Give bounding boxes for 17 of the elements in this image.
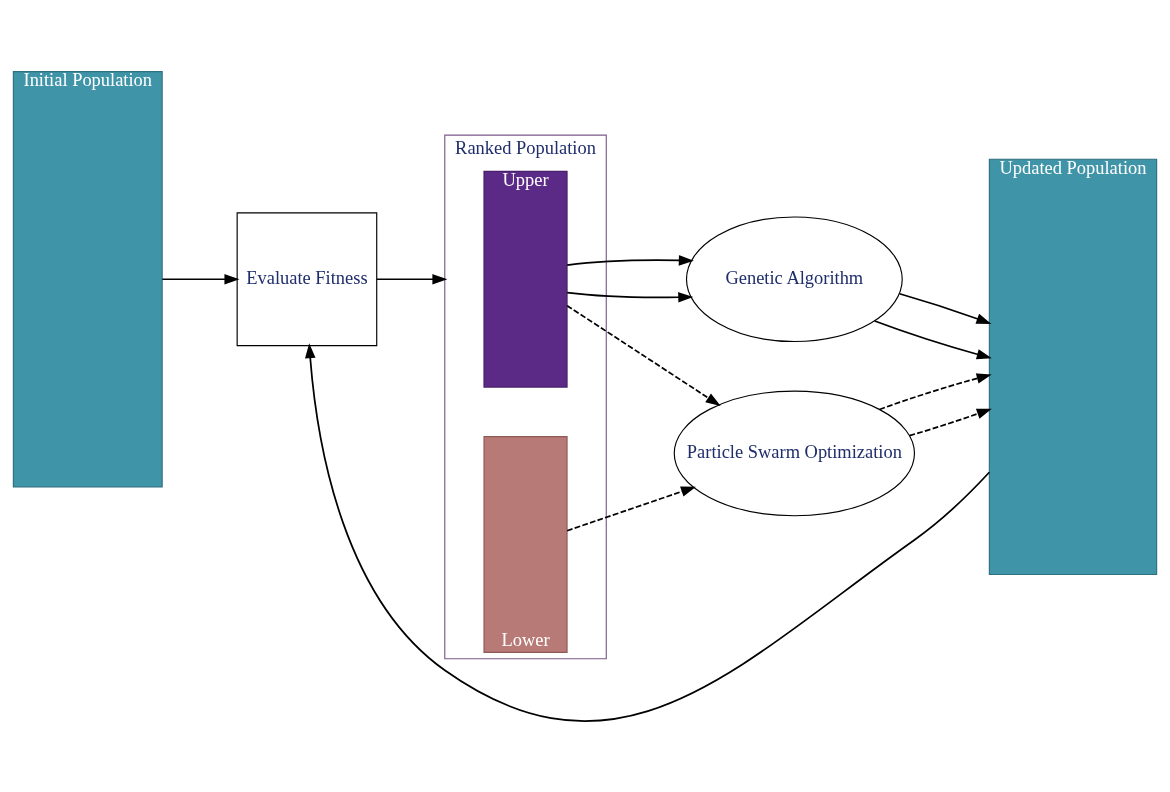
arrow	[898, 292, 992, 324]
arrow	[375, 273, 448, 284]
arrow	[878, 372, 992, 410]
arrow	[873, 319, 992, 359]
arrow	[305, 342, 991, 721]
arrow	[566, 254, 694, 266]
arrow	[908, 408, 992, 437]
node-box: Evaluate Fitness	[236, 211, 378, 346]
node-ellipse: Genetic Algorithm	[685, 215, 903, 342]
node-box: Initial Population	[12, 70, 163, 487]
node-box: Updated Population	[988, 158, 1158, 575]
arrow	[566, 486, 696, 532]
arrow	[566, 291, 694, 303]
node-box: Lower	[483, 435, 568, 653]
arrow	[161, 273, 240, 284]
node-box: Upper	[483, 170, 568, 388]
arrow	[566, 304, 721, 406]
